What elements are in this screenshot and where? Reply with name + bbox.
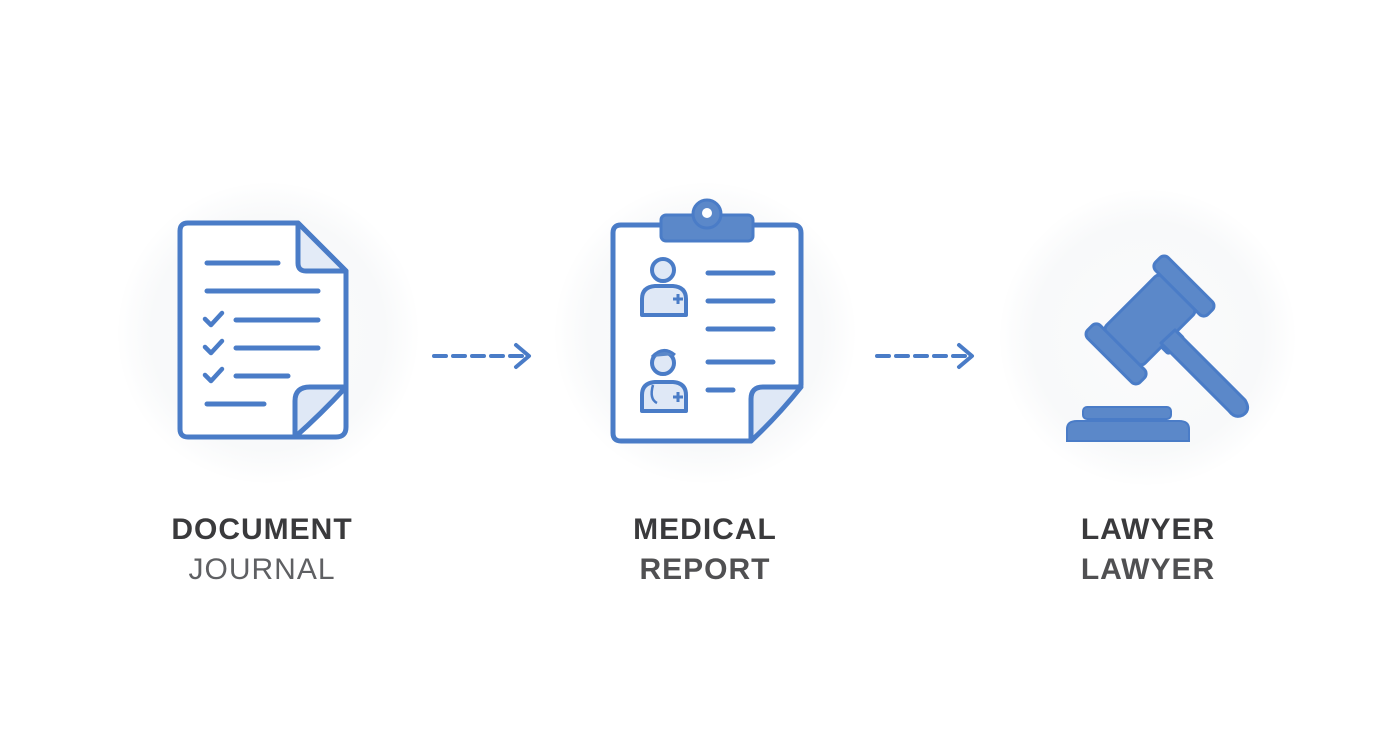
gavel-icon xyxy=(1066,254,1250,442)
step-3-label: LAWYER LAWYER xyxy=(998,510,1298,590)
step-1-label-line-1: DOCUMENT xyxy=(171,513,353,546)
step-1-label-line-2: JOURNAL xyxy=(188,553,336,586)
dashed-arrow-right-icon xyxy=(432,343,531,369)
document-checklist-icon xyxy=(177,220,349,440)
step-2-label-line-2: REPORT xyxy=(639,553,771,586)
step-1-label: DOCUMENT JOURNAL xyxy=(112,510,412,590)
step-2-label-line-1: MEDICAL xyxy=(633,513,777,546)
dashed-arrow-right-icon xyxy=(875,343,974,369)
step-3-label-line-1: LAWYER xyxy=(1080,513,1216,546)
step-3-label-line-2: LAWYER xyxy=(1080,553,1216,586)
medical-clipboard-icon xyxy=(610,198,804,444)
step-2-label: MEDICAL REPORT xyxy=(555,510,855,590)
